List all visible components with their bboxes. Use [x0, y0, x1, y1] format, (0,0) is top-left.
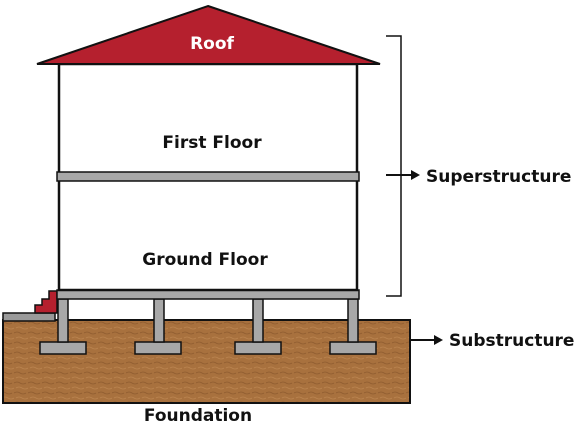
column-2: [153, 298, 165, 343]
roof-label: Roof: [190, 34, 234, 54]
superstructure-label: Superstructure: [426, 167, 571, 187]
ground-floor-label: Ground Floor: [142, 250, 268, 270]
column-4: [347, 298, 359, 343]
footing-3: [234, 341, 282, 355]
column-1: [57, 298, 69, 343]
footing-4: [329, 341, 377, 355]
footing-1: [39, 341, 87, 355]
entrance-steps: [34, 290, 58, 314]
roof-shape: [36, 4, 381, 65]
arrow-right-icon: [386, 170, 420, 180]
column-3: [252, 298, 264, 343]
ground-soil: [2, 312, 411, 404]
floor-slab: [56, 171, 360, 182]
first-floor-label: First Floor: [162, 133, 262, 153]
footing-2: [134, 341, 182, 355]
foundation-label: Foundation: [144, 406, 252, 425]
plinth-slab: [56, 289, 360, 300]
superstructure-bracket: [386, 35, 402, 297]
arrow-right-icon: [411, 335, 443, 345]
substructure-label: Substructure: [449, 331, 574, 351]
